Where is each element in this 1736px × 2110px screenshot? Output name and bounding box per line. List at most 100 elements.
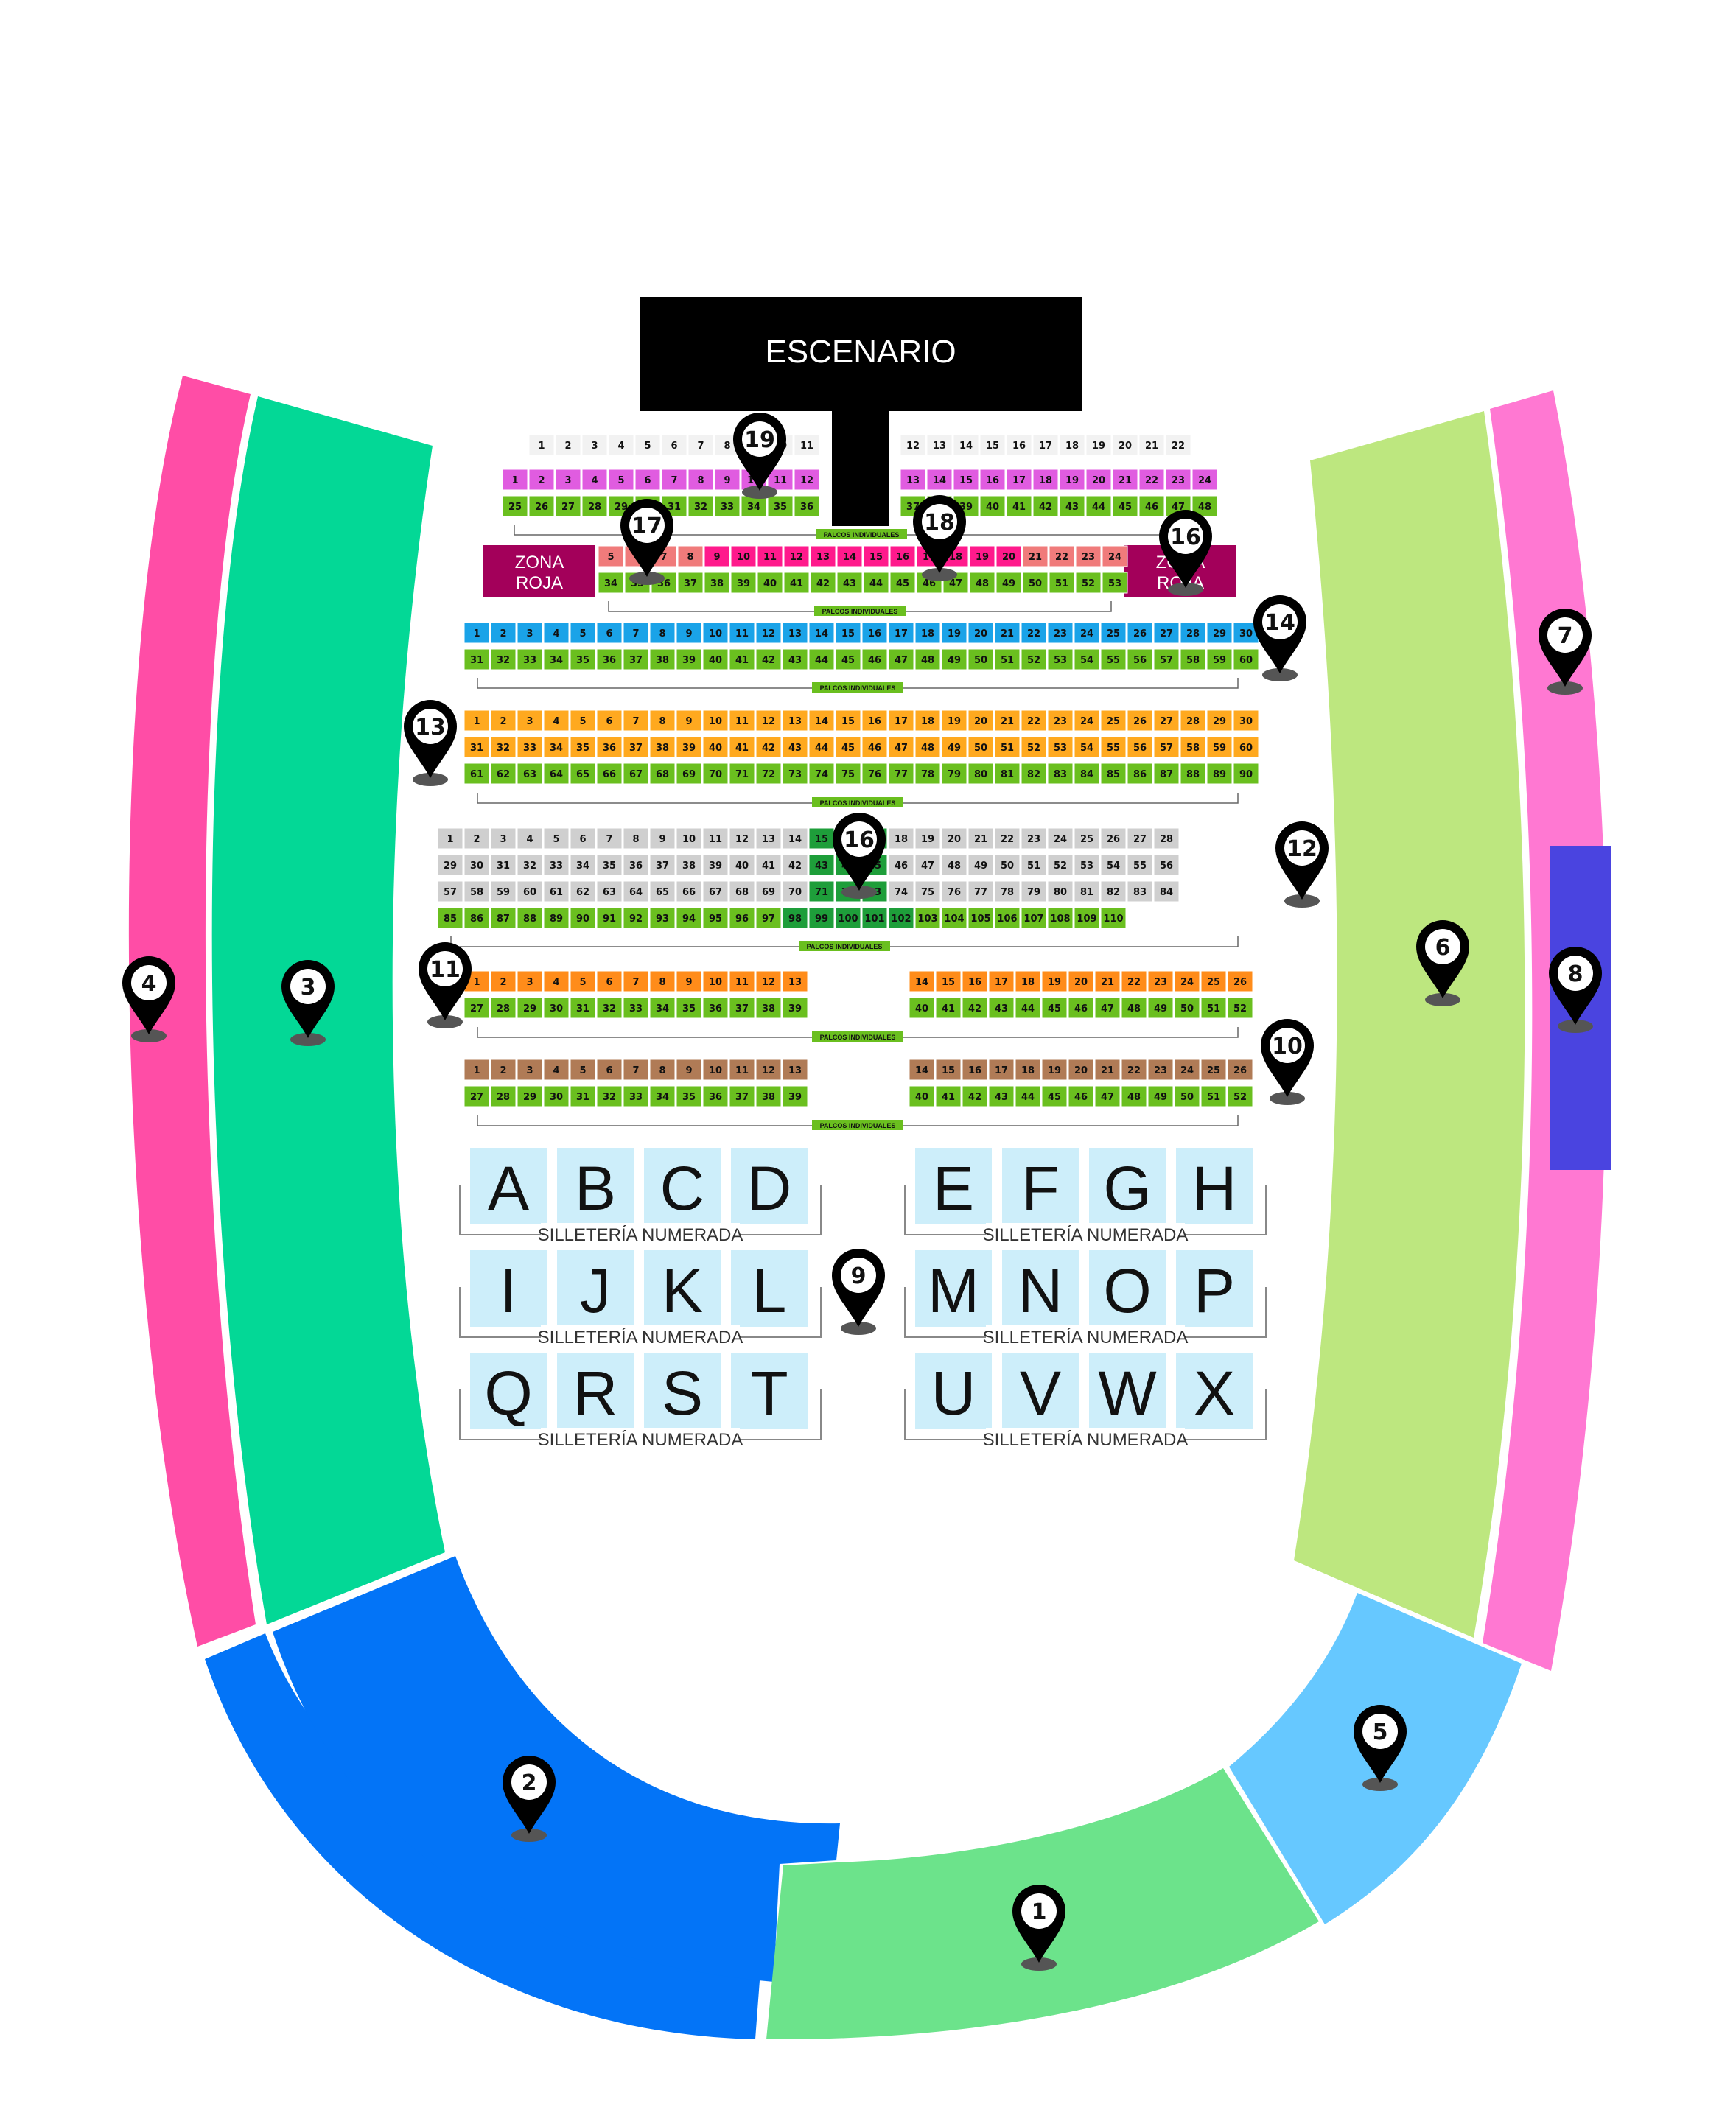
seat[interactable] xyxy=(782,648,808,670)
seat[interactable] xyxy=(1121,1085,1147,1107)
seat[interactable] xyxy=(729,709,755,732)
seat[interactable] xyxy=(543,907,570,929)
seat[interactable] xyxy=(490,763,517,785)
seat[interactable] xyxy=(1022,572,1049,594)
seat[interactable] xyxy=(1085,469,1112,491)
seat[interactable] xyxy=(1059,469,1085,491)
seat[interactable] xyxy=(1075,572,1102,594)
seat[interactable] xyxy=(755,763,782,785)
seat[interactable] xyxy=(463,736,490,758)
seat[interactable] xyxy=(437,854,463,876)
zone-4[interactable] xyxy=(128,376,256,1647)
seat[interactable] xyxy=(687,434,714,456)
seat[interactable] xyxy=(702,880,729,902)
seat-block-s[interactable] xyxy=(644,1353,721,1429)
seat[interactable] xyxy=(543,854,570,876)
seat[interactable] xyxy=(967,709,994,732)
seat[interactable] xyxy=(581,469,608,491)
seat[interactable] xyxy=(581,434,608,456)
seat[interactable] xyxy=(1147,970,1174,992)
seat[interactable] xyxy=(888,763,914,785)
seat[interactable] xyxy=(755,854,782,876)
seat[interactable] xyxy=(490,736,517,758)
seat[interactable] xyxy=(755,970,782,992)
seat[interactable] xyxy=(623,880,649,902)
seat[interactable] xyxy=(463,827,490,849)
seat[interactable] xyxy=(888,622,914,644)
seat[interactable] xyxy=(517,648,543,670)
seat[interactable] xyxy=(1127,709,1153,732)
seat[interactable] xyxy=(1200,997,1227,1019)
seat[interactable] xyxy=(463,880,490,902)
seat[interactable] xyxy=(1006,434,1032,456)
seat[interactable] xyxy=(634,469,661,491)
marker-9[interactable]: 9 xyxy=(832,1249,885,1335)
seat[interactable] xyxy=(517,827,543,849)
seat[interactable] xyxy=(649,763,676,785)
seat[interactable] xyxy=(1015,1085,1041,1107)
seat[interactable] xyxy=(914,854,941,876)
seat[interactable] xyxy=(1127,736,1153,758)
seat[interactable] xyxy=(808,736,835,758)
seat[interactable] xyxy=(687,495,714,517)
seat[interactable] xyxy=(623,1059,649,1081)
seat[interactable] xyxy=(570,622,596,644)
seat[interactable] xyxy=(1200,1059,1227,1081)
marker-18[interactable]: 18 xyxy=(913,495,966,581)
seat[interactable] xyxy=(1032,495,1059,517)
seat[interactable] xyxy=(995,572,1022,594)
seat-block-v[interactable] xyxy=(1002,1353,1079,1429)
seat[interactable] xyxy=(570,648,596,670)
seat[interactable] xyxy=(1032,434,1059,456)
seat[interactable] xyxy=(623,970,649,992)
seat[interactable] xyxy=(463,907,490,929)
seat[interactable] xyxy=(517,907,543,929)
seat[interactable] xyxy=(702,709,729,732)
seat[interactable] xyxy=(1153,648,1180,670)
seat[interactable] xyxy=(1006,469,1032,491)
seat[interactable] xyxy=(863,545,889,567)
seat[interactable] xyxy=(490,709,517,732)
seat[interactable] xyxy=(528,495,555,517)
seat[interactable] xyxy=(463,622,490,644)
seat[interactable] xyxy=(889,572,916,594)
seat[interactable] xyxy=(676,1085,702,1107)
seat[interactable] xyxy=(490,622,517,644)
seat[interactable] xyxy=(1127,827,1153,849)
seat[interactable] xyxy=(543,1059,570,1081)
marker-6[interactable]: 6 xyxy=(1416,920,1469,1006)
seat[interactable] xyxy=(835,736,861,758)
seat[interactable] xyxy=(783,545,810,567)
seat[interactable] xyxy=(888,648,914,670)
seat[interactable] xyxy=(941,736,967,758)
seat[interactable] xyxy=(490,648,517,670)
seat-block-a[interactable] xyxy=(470,1148,547,1224)
seat[interactable] xyxy=(463,1059,490,1081)
seat[interactable] xyxy=(909,970,935,992)
seat[interactable] xyxy=(714,469,741,491)
seat[interactable] xyxy=(543,827,570,849)
seat-block-m[interactable] xyxy=(915,1250,992,1327)
seat[interactable] xyxy=(570,1059,596,1081)
seat[interactable] xyxy=(528,434,555,456)
marker-7[interactable]: 7 xyxy=(1539,609,1592,695)
seat[interactable] xyxy=(755,648,782,670)
seat[interactable] xyxy=(1112,434,1138,456)
seat[interactable] xyxy=(702,907,729,929)
seat[interactable] xyxy=(861,736,888,758)
seat[interactable] xyxy=(1165,434,1191,456)
seat[interactable] xyxy=(543,736,570,758)
seat[interactable] xyxy=(1165,469,1191,491)
seat[interactable] xyxy=(994,763,1021,785)
seat[interactable] xyxy=(1022,545,1049,567)
seat[interactable] xyxy=(463,997,490,1019)
seat[interactable] xyxy=(677,572,704,594)
seat[interactable] xyxy=(888,736,914,758)
seat[interactable] xyxy=(941,763,967,785)
seat-block-k[interactable] xyxy=(644,1250,721,1327)
seat[interactable] xyxy=(941,880,967,902)
seat[interactable] xyxy=(782,880,808,902)
seat[interactable] xyxy=(1100,709,1127,732)
seat-block-u[interactable] xyxy=(915,1353,992,1429)
